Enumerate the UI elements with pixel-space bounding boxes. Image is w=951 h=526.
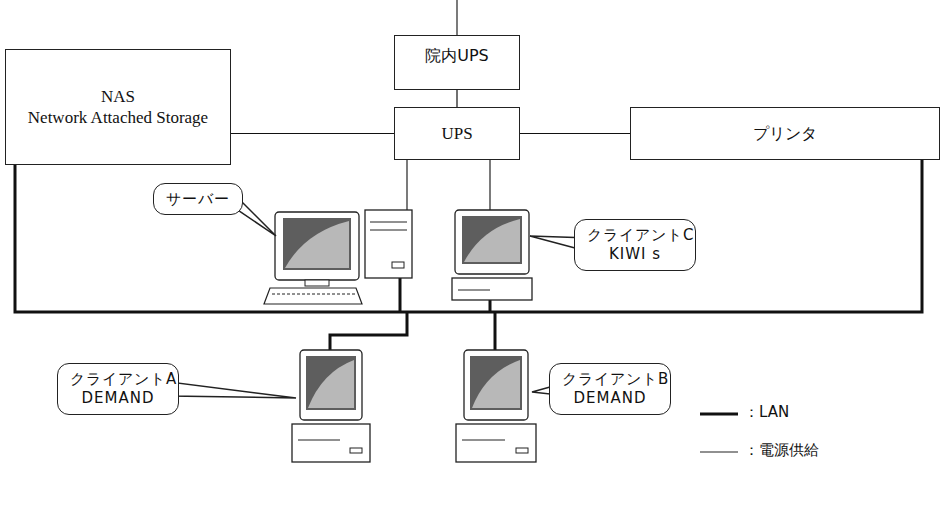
legend-text: ：LAN bbox=[744, 403, 789, 422]
power-line bbox=[489, 160, 490, 210]
callout-label: サーバー bbox=[153, 183, 243, 216]
legend-text: ：電源供給 bbox=[744, 441, 819, 460]
power-line bbox=[520, 133, 630, 134]
ups-box: 院内UPS bbox=[394, 35, 520, 90]
node-text: クライアントC KIWI s bbox=[587, 226, 683, 264]
node-text: プリンタ bbox=[753, 124, 817, 144]
power-line bbox=[457, 90, 458, 107]
server-computer bbox=[264, 210, 412, 304]
client-computer bbox=[452, 210, 532, 300]
callout-tail bbox=[170, 192, 590, 398]
printer-box: プリンタ bbox=[630, 107, 940, 160]
node-text: 院内UPS bbox=[425, 46, 489, 66]
client-computer bbox=[456, 350, 536, 462]
callout-label: クライアントC KIWI s bbox=[574, 219, 696, 271]
legend-lan-sample bbox=[700, 413, 738, 416]
storage-box: NASNetwork Attached Storage bbox=[5, 49, 231, 165]
power-line bbox=[231, 133, 394, 134]
node-text: NAS bbox=[101, 86, 135, 107]
lan-cable bbox=[15, 160, 922, 312]
node-text: クライアントA DEMAND bbox=[70, 370, 166, 408]
client-computer bbox=[292, 350, 370, 462]
ups-box: UPS bbox=[394, 107, 520, 160]
callout-label: クライアントA DEMAND bbox=[57, 363, 179, 415]
power-line bbox=[456, 0, 457, 35]
node-text: UPS bbox=[441, 123, 472, 144]
node-text: クライアントB DEMAND bbox=[562, 370, 658, 408]
node-text: Network Attached Storage bbox=[28, 107, 208, 128]
legend-power-sample bbox=[700, 451, 738, 452]
power-line bbox=[406, 160, 407, 210]
callout-label: クライアントB DEMAND bbox=[549, 363, 671, 415]
node-text: サーバー bbox=[166, 190, 230, 209]
